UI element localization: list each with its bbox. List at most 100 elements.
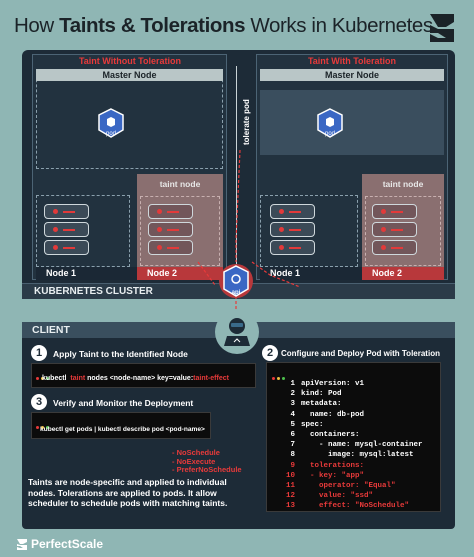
left-node1-label: Node 1 <box>36 267 137 280</box>
yaml-line-number: 5 <box>290 420 295 429</box>
cmd-kubectl: kubectl <box>42 375 67 382</box>
server-icon <box>270 240 315 255</box>
server-icon <box>44 204 89 219</box>
section-divider <box>236 66 237 278</box>
left-node2-box <box>140 196 220 266</box>
yaml-line: 7 - name: mysql-container <box>281 440 423 450</box>
yaml-line-number: 8 <box>290 451 295 460</box>
server-icon <box>44 222 89 237</box>
right-node2-label: Node 2 <box>362 267 444 280</box>
yaml-line-text: image: mysql:latest <box>301 451 414 460</box>
yaml-line: 4 name: db-pod <box>281 410 423 420</box>
yaml-line: 12 value: "ssd" <box>281 491 423 501</box>
yaml-line-text: effect: "NoSchedule" <box>301 502 410 511</box>
right-node1-label: Node 1 <box>260 267 362 280</box>
step1-command[interactable]: kubectl taint nodes <node-name> key=valu… <box>42 375 229 382</box>
server-icon <box>372 240 417 255</box>
server-icon <box>372 204 417 219</box>
server-icon <box>270 204 315 219</box>
yaml-line-number: 6 <box>290 431 295 440</box>
yaml-line: 5 spec: <box>281 420 423 430</box>
yaml-line-text: metadata: <box>301 400 342 409</box>
yaml-line: 9 tolerations: <box>281 461 423 471</box>
yaml-line-text: value: "ssd" <box>301 492 374 501</box>
page-title: How Taints & Tolerations Works in Kubern… <box>14 14 433 38</box>
left-master-label: Master Node <box>36 69 223 81</box>
left-taint-label: taint node <box>159 179 201 189</box>
left-master-node <box>36 69 223 169</box>
server-icon <box>148 240 193 255</box>
yaml-line-text: apiVersion: v1 <box>301 380 365 388</box>
api-server-icon <box>219 264 253 298</box>
yaml-line: 8 image: mysql:latest <box>281 450 423 460</box>
brand-name: PerfectScale <box>31 537 104 551</box>
pod-icon <box>317 108 343 138</box>
right-master-label: Master Node <box>260 69 444 81</box>
right-heading: Taint With Toleration <box>307 56 397 66</box>
step1-number: 1 <box>31 345 47 361</box>
tolerate-pod-label: tolerate pod <box>242 99 251 145</box>
left-node2-label: Node 2 <box>137 267 223 280</box>
window-dots-icon <box>272 367 287 385</box>
effect-item: - PreferNoSchedule <box>172 465 242 475</box>
yaml-line: 13 effect: "NoSchedule" <box>281 501 423 511</box>
right-node1-box <box>260 195 358 267</box>
perfectscale-brand-icon <box>17 539 27 550</box>
server-icon <box>44 240 89 255</box>
step2-text: Configure and Deploy Pod with Toleration <box>281 349 440 358</box>
effect-item: - NoExecute <box>172 456 216 466</box>
yaml-line: 10 - key: "app" <box>281 471 423 481</box>
yaml-line-number: 9 <box>290 461 295 470</box>
perfectscale-logo-icon <box>430 14 454 42</box>
cmd-args: nodes <node-name> key=value: <box>85 375 194 382</box>
server-icon <box>372 222 417 237</box>
title-bold: Taints & Tolerations <box>59 14 246 37</box>
left-heading: Taint Without Toleration <box>78 56 182 66</box>
summary-note: Taints are node-specific and applied to … <box>28 477 228 508</box>
server-icon <box>270 222 315 237</box>
step2-number: 2 <box>262 345 278 361</box>
step3-command[interactable]: kubectl get pods | kubectl describe pod … <box>40 426 205 433</box>
effect-item: - NoSchedule <box>172 448 220 457</box>
yaml-line-text: operator: "Equal" <box>301 482 396 491</box>
left-pod-label: pod <box>105 131 116 137</box>
taint-effects-list: - NoSchedule - NoExecute - PreferNoSched… <box>172 448 242 475</box>
step1-text: Apply Taint to the Identified Node <box>53 349 188 359</box>
yaml-line: 2 kind: Pod <box>281 389 423 399</box>
right-pod-label: pod <box>324 131 335 137</box>
yaml-line-text: spec: <box>301 420 324 429</box>
cmd-effect: taint-effect <box>193 375 229 382</box>
yaml-line-number: 7 <box>290 441 295 450</box>
right-node2-box <box>365 196 441 266</box>
yaml-line-text: containers: <box>301 431 360 440</box>
pod-icon <box>98 108 124 138</box>
right-taint-label: taint node <box>382 179 424 189</box>
yaml-line-number: 10 <box>285 471 295 480</box>
yaml-line-text: - key: "app" <box>301 471 365 480</box>
window-dots-icon <box>36 367 51 385</box>
yaml-line-text: kind: Pod <box>301 390 342 399</box>
server-icon <box>148 204 193 219</box>
yaml-line-number: 12 <box>285 492 295 501</box>
server-icon <box>148 222 193 237</box>
left-node1-box <box>36 195 130 267</box>
step1-terminal: kubectl taint nodes <node-name> key=valu… <box>31 363 256 388</box>
yaml-line: 1 apiVersion: v1 <box>281 379 423 389</box>
window-dots-icon <box>36 416 51 434</box>
step3-number: 3 <box>31 394 47 410</box>
yaml-line: 6 containers: <box>281 430 423 440</box>
right-master-node <box>260 90 444 155</box>
yaml-line-number: 13 <box>285 502 295 511</box>
yaml-line-text: - name: mysql-container <box>301 441 423 450</box>
yaml-line-number: 11 <box>285 482 295 491</box>
title-pre: How <box>14 14 60 37</box>
yaml-line-number: 2 <box>290 390 295 399</box>
yaml-line-number: 4 <box>290 410 295 419</box>
api-label: api <box>231 290 241 296</box>
yaml-line-number: 1 <box>290 380 295 388</box>
cmd-taint: taint <box>70 375 86 382</box>
yaml-line-text: tolerations: <box>301 461 365 470</box>
